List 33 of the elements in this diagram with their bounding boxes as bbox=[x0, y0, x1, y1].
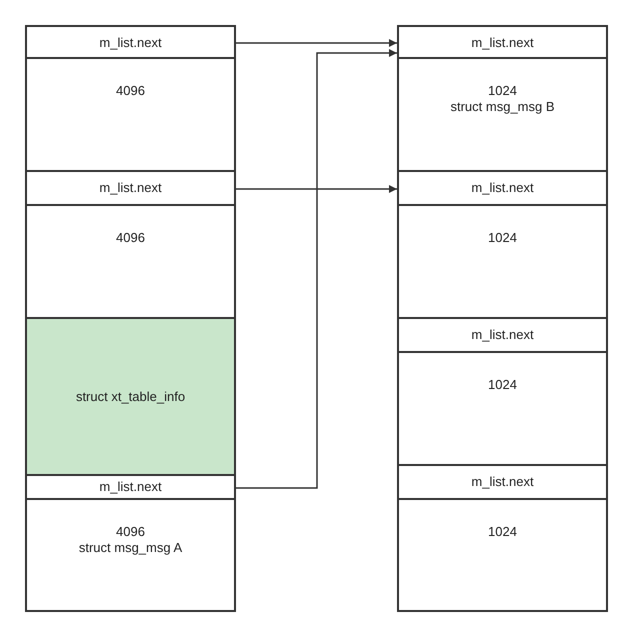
memory-block bbox=[397, 498, 608, 612]
memory-block bbox=[397, 57, 608, 172]
block-label: 1024 bbox=[488, 524, 517, 540]
block-label: m_list.next bbox=[471, 180, 534, 196]
block-label: 1024 bbox=[488, 83, 517, 99]
arrow bbox=[236, 185, 397, 193]
block-label: m_list.next bbox=[99, 180, 162, 196]
memory-block bbox=[397, 204, 608, 319]
block-label: m_list.next bbox=[471, 35, 534, 51]
list-pointer-field bbox=[25, 474, 236, 500]
list-pointer-field bbox=[397, 170, 608, 206]
block-label: m_list.next bbox=[471, 474, 534, 490]
highlighted-memory-block bbox=[25, 317, 236, 476]
memory-block bbox=[25, 498, 236, 612]
block-label: m_list.next bbox=[471, 327, 534, 343]
block-label: 4096 bbox=[116, 230, 145, 246]
list-pointer-field bbox=[397, 464, 608, 500]
list-pointer-field bbox=[25, 170, 236, 206]
memory-block bbox=[397, 351, 608, 466]
memory-block bbox=[25, 57, 236, 172]
block-label: 1024 bbox=[488, 377, 517, 393]
block-label: struct msg_msg A bbox=[78, 540, 182, 556]
block-label: struct xt_table_info bbox=[76, 388, 186, 404]
block-label: struct msg_msg B bbox=[450, 99, 555, 115]
block-label: 4096 bbox=[116, 524, 145, 540]
arrow bbox=[236, 49, 397, 489]
arrow bbox=[236, 39, 397, 47]
block-label: m_list.next bbox=[99, 35, 162, 51]
block-label: 4096 bbox=[116, 83, 145, 99]
block-label: m_list.next bbox=[99, 479, 162, 495]
list-pointer-field bbox=[397, 317, 608, 353]
memory-block bbox=[25, 204, 236, 319]
block-label: 1024 bbox=[488, 230, 517, 246]
